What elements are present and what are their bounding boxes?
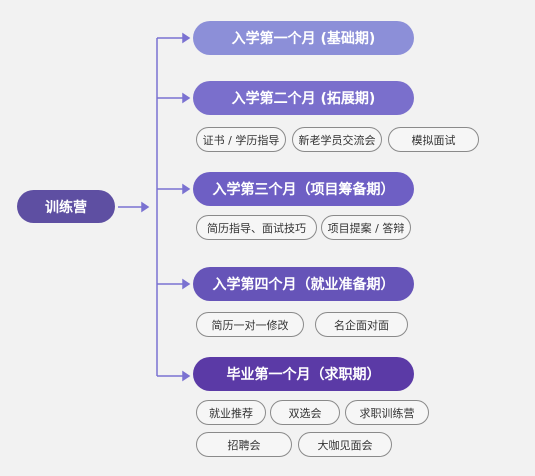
tag-project-proposal: 项目提案 / 答辩 xyxy=(321,215,411,240)
tag-job-fair: 双选会 xyxy=(270,400,340,425)
tag-expert-meetup: 大咖见面会 xyxy=(298,432,392,457)
stage-month-2: 入学第二个月 (拓展期) xyxy=(193,81,414,115)
tag-recruitment-fair: 招聘会 xyxy=(196,432,292,457)
tag-resume-interview-skills: 简历指导、面试技巧 xyxy=(196,215,317,240)
tag-mock-interview: 模拟面试 xyxy=(388,127,479,152)
stage-month-3: 入学第三个月（项目筹备期） xyxy=(193,172,414,206)
tag-top-company-meetup: 名企面对面 xyxy=(315,312,408,337)
tag-resume-one-on-one: 简历一对一修改 xyxy=(196,312,304,337)
root-node-training-camp: 训练营 xyxy=(17,190,115,223)
tag-alumni-exchange: 新老学员交流会 xyxy=(292,127,382,152)
tag-job-recommendation: 就业推荐 xyxy=(196,400,266,425)
stage-month-1: 入学第一个月 (基础期) xyxy=(193,21,414,55)
stage-graduation-month-1: 毕业第一个月（求职期） xyxy=(193,357,414,391)
tag-certificate-guidance: 证书 / 学历指导 xyxy=(196,127,286,152)
tag-job-training-camp: 求职训练营 xyxy=(345,400,429,425)
stage-month-4: 入学第四个月（就业准备期） xyxy=(193,267,414,301)
